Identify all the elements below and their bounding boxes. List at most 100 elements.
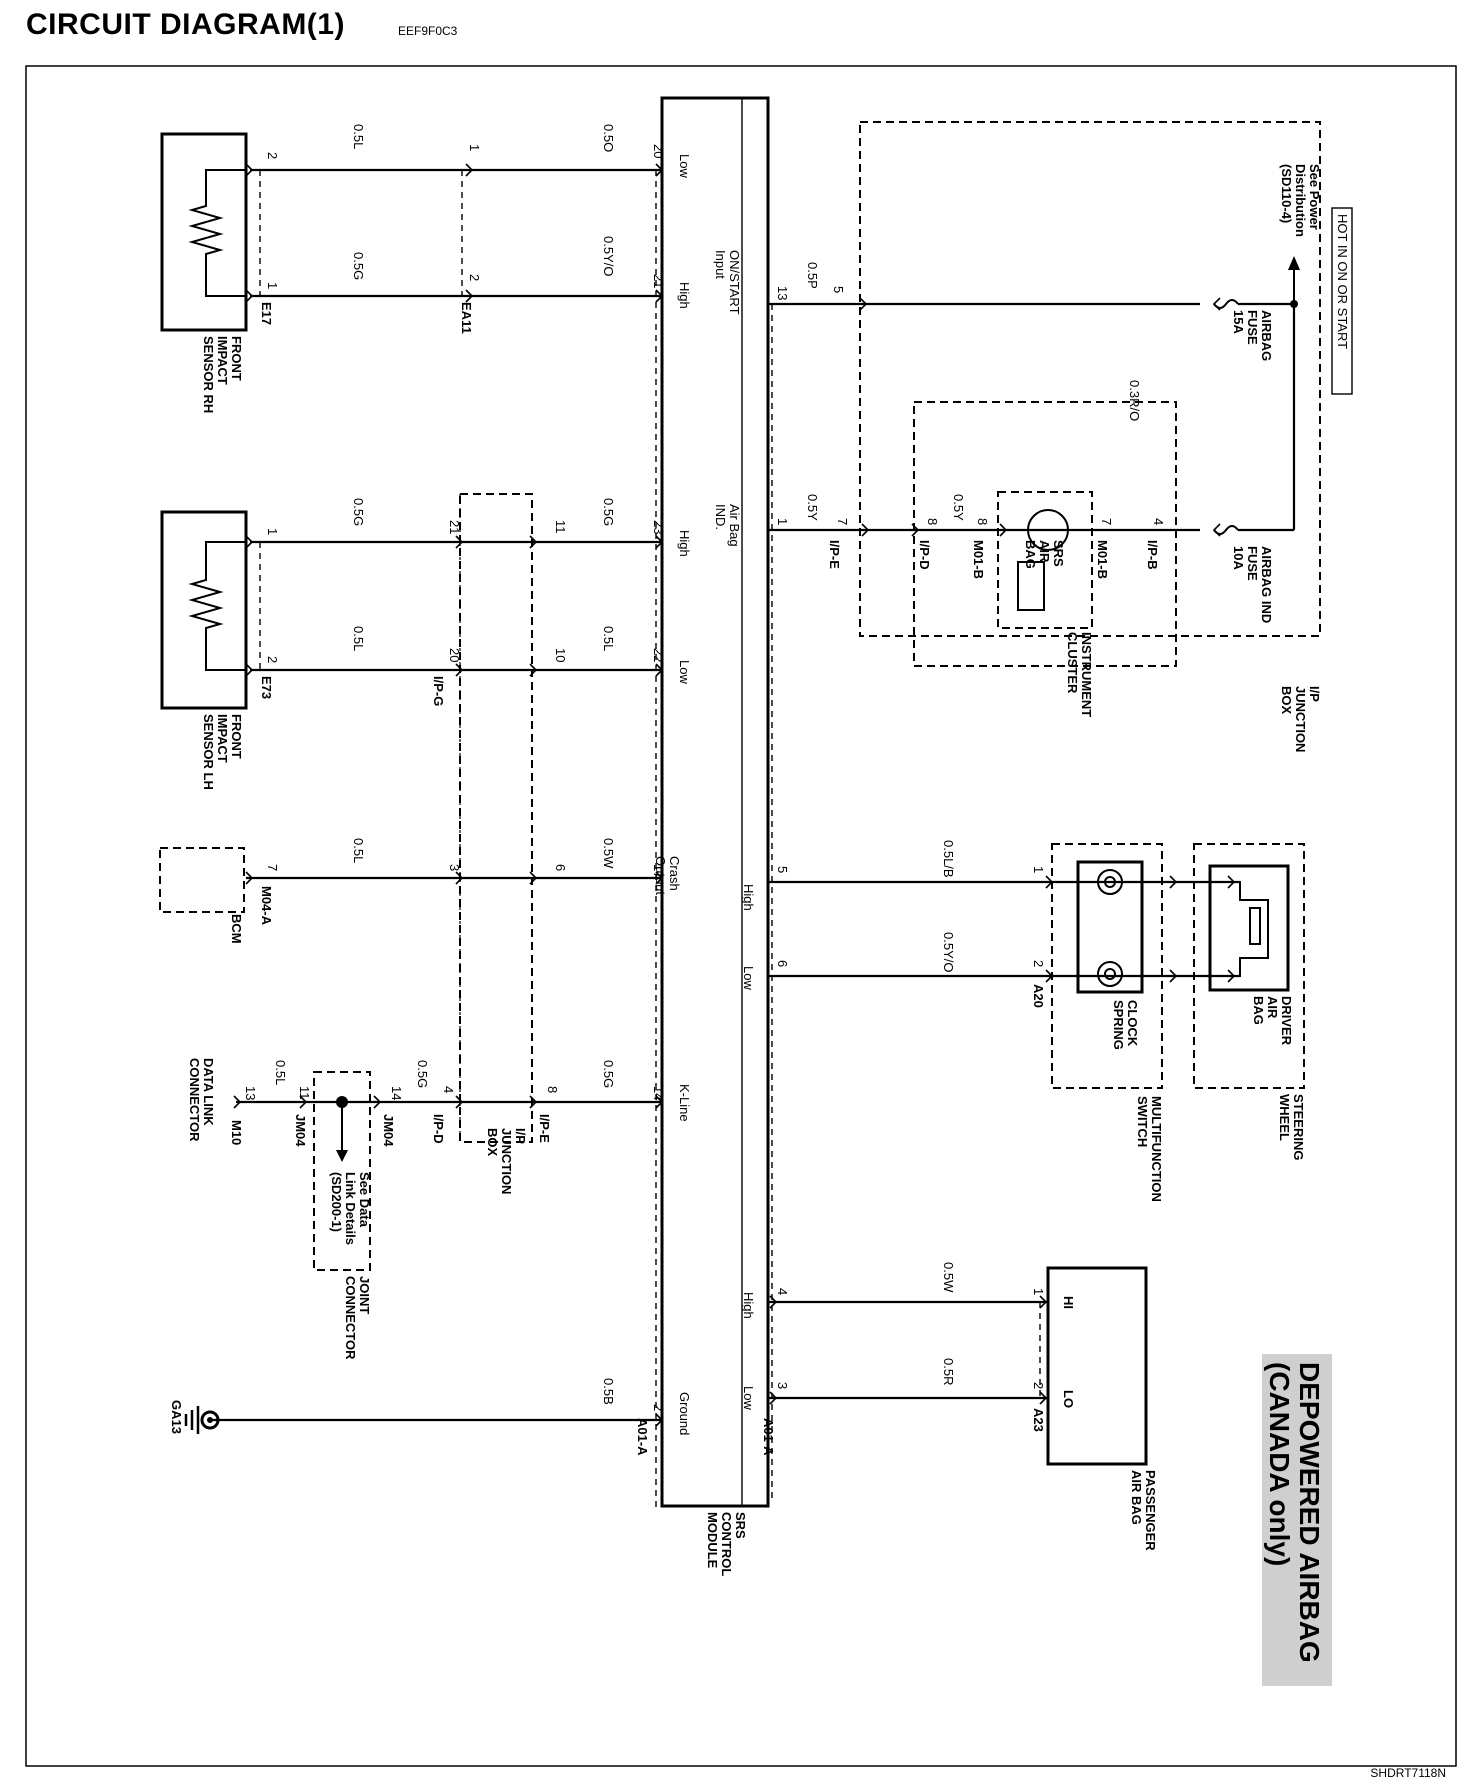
steering-wheel-box (1193, 843, 1305, 1089)
svg-text:FUSE: FUSE (1245, 546, 1260, 581)
svg-text:JUNCTION: JUNCTION (1293, 686, 1308, 752)
svg-text:M10: M10 (229, 1120, 244, 1145)
svg-text:CLOCK: CLOCK (1125, 1000, 1140, 1047)
svg-text:M01-B: M01-B (1095, 540, 1110, 579)
svg-text:High: High (677, 530, 692, 557)
svg-text:AIRBAG: AIRBAG (1259, 310, 1274, 361)
svg-text:0.5Y: 0.5Y (951, 494, 966, 521)
sensor-rh-box (160, 132, 248, 332)
svg-text:I/P-G: I/P-G (431, 676, 446, 706)
svg-text:DRIVER: DRIVER (1279, 996, 1294, 1046)
svg-text:AIR: AIR (1037, 540, 1052, 563)
svg-text:ON/START: ON/START (727, 250, 742, 315)
svg-text:JM04: JM04 (381, 1114, 396, 1147)
svg-text:High: High (741, 884, 756, 911)
svg-text:0.5L: 0.5L (351, 838, 366, 863)
depowered-stamp: DEPOWERED AIRBAG (CANADA only) (1264, 1362, 1325, 1663)
svg-text:M01-B: M01-B (971, 540, 986, 579)
svg-text:MULTIFUNCTION: MULTIFUNCTION (1149, 1096, 1164, 1202)
svg-text:See Power: See Power (1307, 164, 1322, 230)
svg-text:SENSOR RH: SENSOR RH (201, 336, 216, 413)
svg-text:STEERING: STEERING (1291, 1094, 1306, 1160)
svg-text:0.5Y/O: 0.5Y/O (601, 236, 616, 276)
svg-text:4: 4 (441, 1086, 456, 1093)
svg-text:6: 6 (553, 864, 568, 871)
svg-text:(CANADA only): (CANADA only) (1264, 1362, 1295, 1566)
svg-text:CONNECTOR: CONNECTOR (187, 1058, 202, 1142)
svg-text:MODULE: MODULE (705, 1512, 720, 1569)
svg-text:8: 8 (975, 518, 990, 525)
svg-text:I/P-D: I/P-D (917, 540, 932, 570)
svg-text:8: 8 (925, 518, 940, 525)
svg-text:M04-A: M04-A (259, 886, 274, 926)
svg-text:A23: A23 (1031, 1408, 1046, 1432)
svg-text:WHEEL: WHEEL (1277, 1094, 1292, 1141)
svg-text:FUSE: FUSE (1245, 310, 1260, 345)
svg-text:High: High (677, 282, 692, 309)
svg-text:(SD200-1): (SD200-1) (329, 1172, 344, 1232)
svg-text:13: 13 (243, 1086, 258, 1100)
svg-text:Input: Input (713, 250, 728, 279)
svg-text:4: 4 (775, 1288, 790, 1295)
svg-text:1: 1 (265, 528, 280, 535)
svg-text:1: 1 (265, 282, 280, 289)
svg-text:1: 1 (1031, 1288, 1046, 1295)
svg-text:11: 11 (297, 1086, 312, 1100)
svg-text:2: 2 (651, 1404, 666, 1411)
svg-text:14: 14 (389, 1086, 404, 1100)
svg-text:4: 4 (1151, 518, 1166, 525)
svg-text:HI: HI (1061, 1296, 1076, 1309)
srs-module-labels: SRS CONTROL MODULE Low High ON/START Inp… (635, 154, 776, 1576)
svg-text:Ground: Ground (677, 1392, 692, 1435)
svg-text:See Data: See Data (357, 1172, 372, 1228)
ground-icon (200, 1410, 220, 1430)
passenger-airbag-box (1046, 1266, 1148, 1466)
svg-text:2: 2 (467, 274, 482, 281)
svg-text:0.5P: 0.5P (805, 262, 820, 289)
svg-text:FRONT: FRONT (229, 714, 244, 759)
svg-text:0.5G: 0.5G (415, 1060, 430, 1088)
svg-text:CLUSTER: CLUSTER (1065, 632, 1080, 694)
svg-text:I/P-B: I/P-B (1145, 540, 1160, 570)
svg-text:JM04: JM04 (293, 1114, 308, 1147)
svg-text:3: 3 (775, 1382, 790, 1389)
svg-text:I/P: I/P (1307, 686, 1322, 702)
ip-junction-box (459, 493, 533, 1143)
svg-text:SENSOR LH: SENSOR LH (201, 714, 216, 790)
svg-text:A01-A: A01-A (635, 1418, 650, 1456)
svg-text:2: 2 (1031, 1382, 1046, 1389)
svg-text:Low: Low (741, 966, 756, 990)
svg-text:0.5G: 0.5G (351, 252, 366, 280)
svg-text:SWITCH: SWITCH (1135, 1096, 1150, 1147)
svg-text:Low: Low (741, 1386, 756, 1410)
svg-text:0.5G: 0.5G (601, 1060, 616, 1088)
diagram-code: EEF9F0C3 (398, 24, 458, 38)
hot-label-box (1331, 207, 1353, 395)
svg-text:E17: E17 (259, 302, 274, 325)
svg-text:JUNCTION: JUNCTION (499, 1128, 514, 1194)
svg-text:0.5L: 0.5L (351, 626, 366, 651)
svg-text:Distribution: Distribution (1293, 164, 1308, 237)
svg-text:1: 1 (467, 144, 482, 151)
svg-text:PASSENGER: PASSENGER (1143, 1470, 1158, 1551)
ip-junction-box-ind (913, 401, 1177, 667)
svg-text:I/P-E: I/P-E (537, 1114, 552, 1143)
svg-text:0.5W: 0.5W (601, 838, 616, 869)
svg-text:2: 2 (265, 656, 280, 663)
svg-text:AIR: AIR (1265, 996, 1280, 1019)
svg-text:22: 22 (651, 648, 666, 662)
svg-text:CONTROL: CONTROL (719, 1512, 734, 1576)
svg-text:High: High (741, 1292, 756, 1319)
svg-text:SPRING: SPRING (1111, 1000, 1126, 1050)
svg-text:1: 1 (1031, 866, 1046, 873)
svg-text:I/P-E: I/P-E (827, 540, 842, 569)
svg-text:2: 2 (1031, 960, 1046, 967)
svg-text:0.5R: 0.5R (941, 1358, 956, 1385)
svg-text:1: 1 (775, 518, 790, 525)
ip-junction-box-power (859, 121, 1321, 637)
svg-text:0.5L: 0.5L (601, 626, 616, 651)
svg-text:Low: Low (677, 660, 692, 684)
svg-text:I/P-D: I/P-D (431, 1114, 446, 1144)
svg-text:21: 21 (447, 520, 462, 534)
